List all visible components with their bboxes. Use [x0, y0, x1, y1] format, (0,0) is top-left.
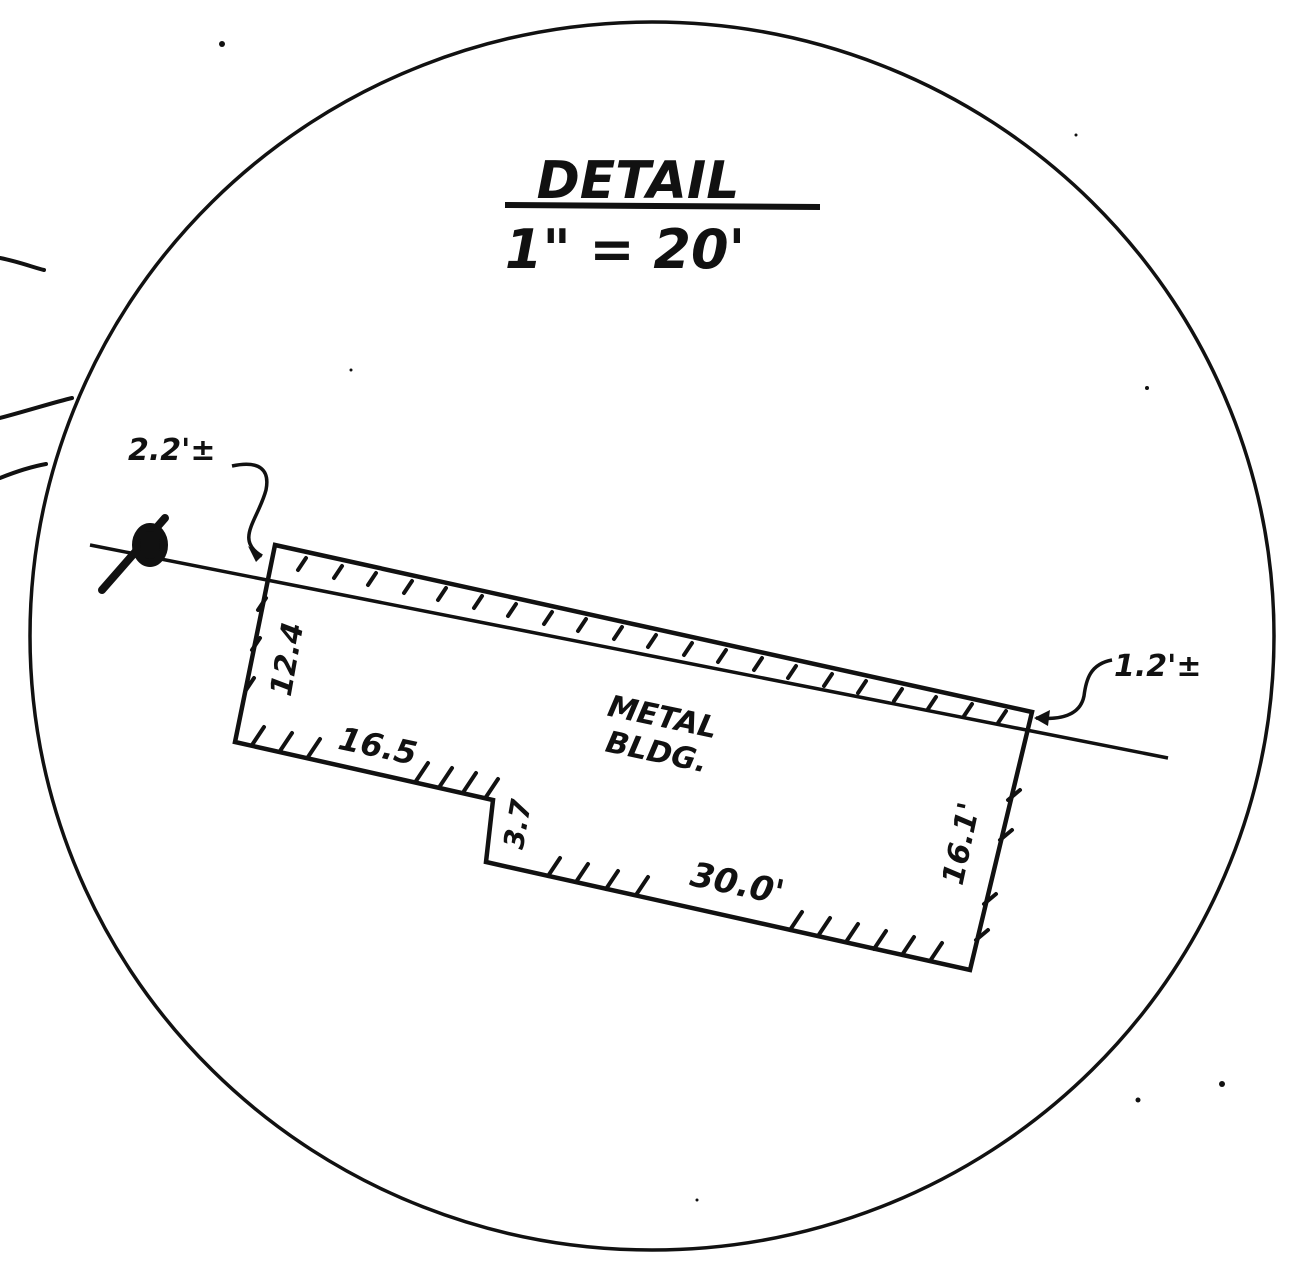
detail-circle: [28, 20, 1276, 1252]
property-line-symbol: [98, 514, 169, 594]
right-offset-leader: [1035, 658, 1113, 721]
dimension-bottom-left: 16.5: [335, 719, 420, 773]
left-offset-arrow: [248, 546, 262, 562]
dimension-right-side: 16.1': [936, 799, 988, 888]
right-offset-label: 1.2'±: [1114, 649, 1201, 684]
building-outline: [232, 542, 1035, 973]
left-offset-label: 2.2'±: [128, 433, 215, 468]
dimension-left-side: 12.4: [264, 620, 311, 699]
title-underline: [504, 202, 821, 210]
hatch-marks: [244, 556, 1022, 963]
detail-title: DETAIL: [537, 151, 740, 211]
left-offset-leader: [231, 462, 269, 558]
leader-lines-offpage: [0, 256, 74, 480]
scan-specks: [219, 41, 1225, 1202]
detail-scale: 1" = 20': [505, 218, 745, 281]
dimension-jog: 3.7: [497, 796, 538, 851]
dimension-bottom-right: 30.0': [687, 855, 788, 914]
right-offset-arrow: [1034, 710, 1050, 726]
